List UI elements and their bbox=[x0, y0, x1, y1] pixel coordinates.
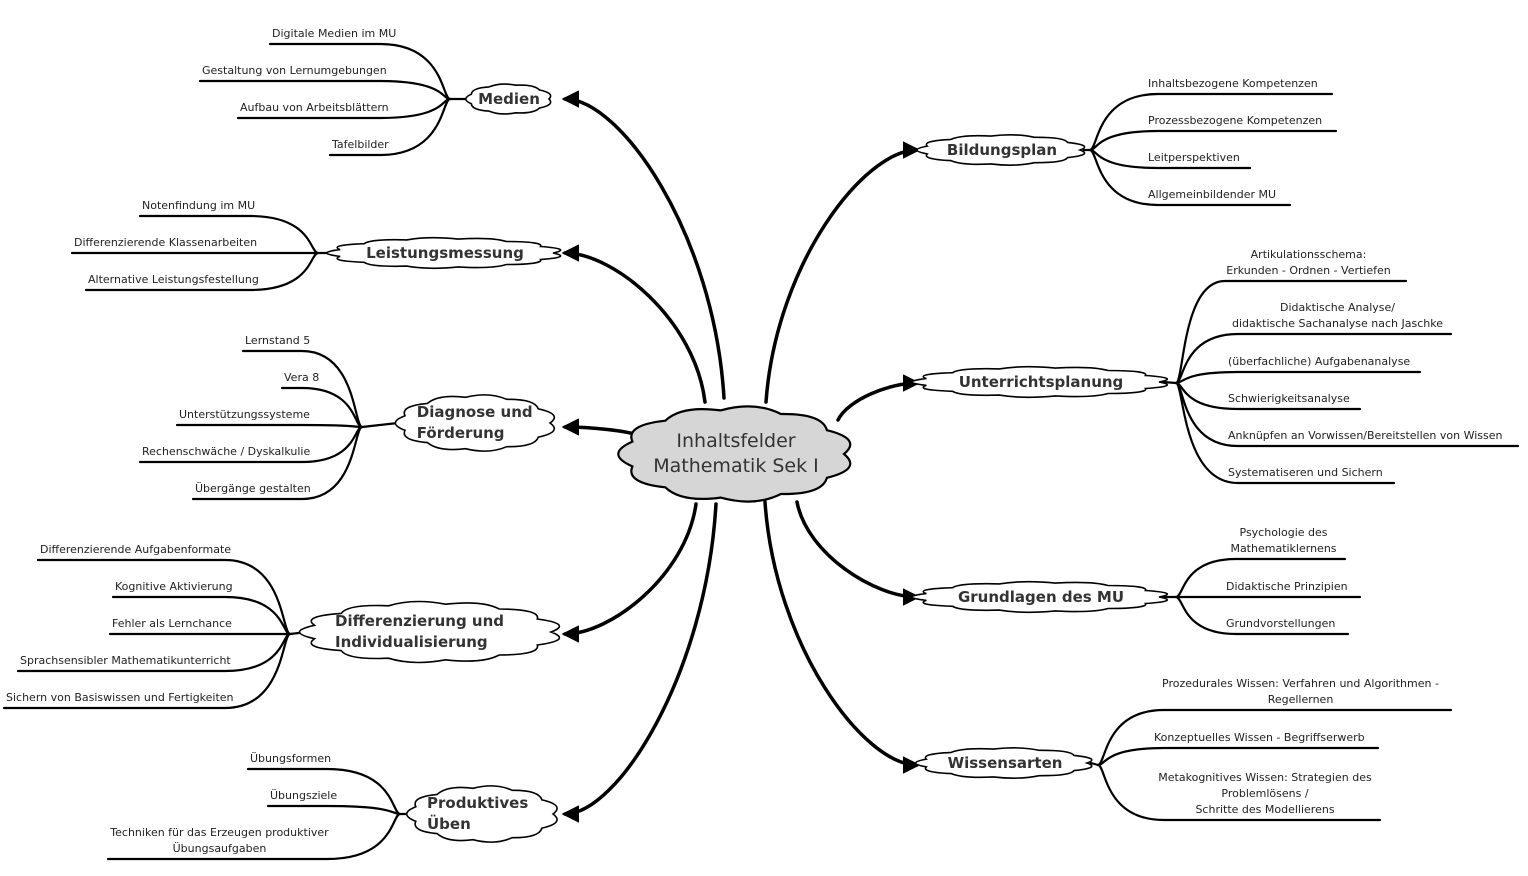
item-branch-leistungsmessung-2 bbox=[84, 251, 320, 292]
item-branch-differenzierung-1 bbox=[111, 595, 292, 636]
branch-stem-unterrichtsplanung bbox=[1161, 380, 1178, 385]
item-label-wissensarten-0[interactable]: Prozedurales Wissen: Verfahren und Algor… bbox=[1162, 677, 1439, 706]
item-label-bildungsplan-0[interactable]: Inhaltsbezogene Kompetenzen bbox=[1148, 77, 1318, 90]
item-label-unterrichtsplanung-5[interactable]: Systematiseren und Sichern bbox=[1228, 466, 1383, 479]
item-label-leistungsmessung-1[interactable]: Differenzierende Klassenarbeiten bbox=[74, 236, 258, 249]
topic-cloud-grundlagen bbox=[910, 580, 1169, 614]
item-label-differenzierung-4[interactable]: Sichern von Basiswissen und Fertigkeiten bbox=[6, 691, 234, 704]
item-branch-leistungsmessung-0 bbox=[138, 214, 320, 255]
item-label-diagnose-2[interactable]: Unterstützungssysteme bbox=[179, 408, 310, 421]
item-label-diagnose-3[interactable]: Rechenschwäche / Dyskalkulie bbox=[142, 445, 311, 458]
topic-label-bildungsplan[interactable]: Bildungsplan bbox=[946, 140, 1058, 159]
item-label-diagnose-1[interactable]: Vera 8 bbox=[284, 371, 320, 384]
item-branch-unterrichtsplanung-2 bbox=[1174, 370, 1422, 385]
topic-cloud-bildungsplan bbox=[916, 134, 1086, 166]
item-label-differenzierung-3[interactable]: Sprachsensibler Mathematikunterricht bbox=[20, 654, 231, 667]
item-branch-grundlagen-2 bbox=[1174, 595, 1350, 636]
item-label-bildungsplan-2[interactable]: Leitperspektiven bbox=[1148, 151, 1240, 164]
item-branch-wissensarten-2 bbox=[1096, 763, 1382, 822]
item-branch-bildungsplan-1 bbox=[1088, 129, 1338, 152]
topic-cloud-ueben bbox=[405, 785, 558, 843]
topic-label-grundlagen[interactable]: Grundlagen des MU bbox=[957, 587, 1125, 606]
item-label-ueben-1[interactable]: Übungsziele bbox=[270, 789, 338, 802]
topic-cloud-medien bbox=[465, 83, 552, 115]
topic-cloud-diagnose bbox=[394, 394, 556, 452]
item-label-wissensarten-1[interactable]: Konzeptuelles Wissen - Begriffserwerb bbox=[1154, 731, 1365, 744]
item-label-differenzierung-0[interactable]: Differenzierende Aufgabenformate bbox=[40, 543, 232, 556]
item-label-differenzierung-1[interactable]: Kognitive Aktivierung bbox=[115, 580, 233, 593]
branch-stem-wissensarten bbox=[1089, 761, 1100, 767]
item-branch-grundlagen-0 bbox=[1174, 557, 1347, 599]
item-label-bildungsplan-1[interactable]: Prozessbezogene Kompetenzen bbox=[1148, 114, 1323, 127]
topic-label-wissensarten[interactable]: Wissensarten bbox=[947, 753, 1063, 772]
item-label-diagnose-0[interactable]: Lernstand 5 bbox=[245, 334, 311, 347]
center-cloud bbox=[617, 405, 852, 503]
item-label-unterrichtsplanung-4[interactable]: Anknüpfen an Vorwissen/Bereitstellen von… bbox=[1228, 429, 1503, 442]
item-label-ueben-0[interactable]: Übungsformen bbox=[250, 752, 332, 765]
connector-leistungsmessung bbox=[561, 244, 707, 404]
item-label-unterrichtsplanung-3[interactable]: Schwierigkeitsanalyse bbox=[1228, 392, 1350, 405]
item-branch-medien-0 bbox=[268, 42, 452, 101]
item-branch-bildungsplan-0 bbox=[1088, 92, 1334, 152]
topic-cloud-leistungsmessung bbox=[325, 236, 562, 270]
item-branch-medien-3 bbox=[328, 97, 452, 157]
connector-wissensarten bbox=[763, 500, 921, 774]
item-label-leistungsmessung-0[interactable]: Notenfindung im MU bbox=[142, 199, 256, 212]
item-label-medien-3[interactable]: Tafelbilder bbox=[332, 138, 389, 151]
item-label-medien-1[interactable]: Gestaltung von Lernumgebungen bbox=[202, 64, 387, 77]
item-label-diagnose-4[interactable]: Übergänge gestalten bbox=[195, 482, 311, 495]
connector-bildungsplan bbox=[764, 141, 921, 404]
item-branch-ueben-2 bbox=[106, 812, 402, 861]
item-label-medien-0[interactable]: Digitale Medien im MU bbox=[272, 27, 397, 40]
item-label-medien-2[interactable]: Aufbau von Arbeitsblättern bbox=[240, 101, 389, 114]
connector-differenzierung bbox=[561, 502, 698, 643]
item-branch-unterrichtsplanung-0 bbox=[1174, 279, 1408, 385]
connector-ueben bbox=[561, 502, 718, 823]
topic-label-leistungsmessung[interactable]: Leistungsmessung bbox=[366, 243, 524, 262]
item-branch-bildungsplan-3 bbox=[1088, 148, 1292, 207]
topic-cloud-wissensarten bbox=[914, 747, 1093, 779]
item-branch-ueben-0 bbox=[246, 767, 402, 816]
item-branch-medien-1 bbox=[198, 79, 452, 101]
item-branch-unterrichtsplanung-1 bbox=[1174, 332, 1453, 385]
item-branch-wissensarten-0 bbox=[1096, 708, 1453, 767]
connector-medien bbox=[561, 90, 726, 400]
item-label-leistungsmessung-2[interactable]: Alternative Leistungsfestellung bbox=[88, 273, 259, 286]
topic-cloud-differenzierung bbox=[298, 600, 561, 664]
item-label-unterrichtsplanung-0[interactable]: Artikulationsschema:Erkunden - Ordnen - … bbox=[1226, 248, 1391, 277]
item-branch-ueben-1 bbox=[266, 804, 402, 816]
connector-unterrichtsplanung bbox=[836, 374, 921, 422]
item-label-unterrichtsplanung-1[interactable]: Didaktische Analyse/didaktische Sachanal… bbox=[1232, 301, 1443, 330]
item-branch-unterrichtsplanung-5 bbox=[1174, 381, 1396, 485]
item-branch-wissensarten-1 bbox=[1096, 746, 1380, 767]
item-branch-diagnose-2 bbox=[175, 423, 364, 429]
item-branch-diagnose-1 bbox=[280, 386, 364, 429]
item-branch-differenzierung-4 bbox=[2, 632, 292, 710]
topic-label-medien[interactable]: Medien bbox=[478, 89, 540, 108]
topic-cloud-unterrichtsplanung bbox=[910, 365, 1169, 399]
topic-label-unterrichtsplanung[interactable]: Unterrichtsplanung bbox=[958, 372, 1124, 391]
connector-grundlagen bbox=[795, 500, 921, 606]
item-label-differenzierung-2[interactable]: Fehler als Lernchance bbox=[112, 617, 232, 630]
item-label-grundlagen-1[interactable]: Didaktische Prinzipien bbox=[1226, 580, 1348, 593]
item-branch-diagnose-4 bbox=[191, 425, 364, 501]
item-label-grundlagen-2[interactable]: Grundvorstellungen bbox=[1226, 617, 1336, 630]
item-label-unterrichtsplanung-2[interactable]: (überfachliche) Aufgabenanalyse bbox=[1228, 355, 1411, 368]
branch-stem-diagnose bbox=[360, 421, 400, 429]
item-label-bildungsplan-3[interactable]: Allgemeinbildender MU bbox=[1148, 188, 1277, 201]
